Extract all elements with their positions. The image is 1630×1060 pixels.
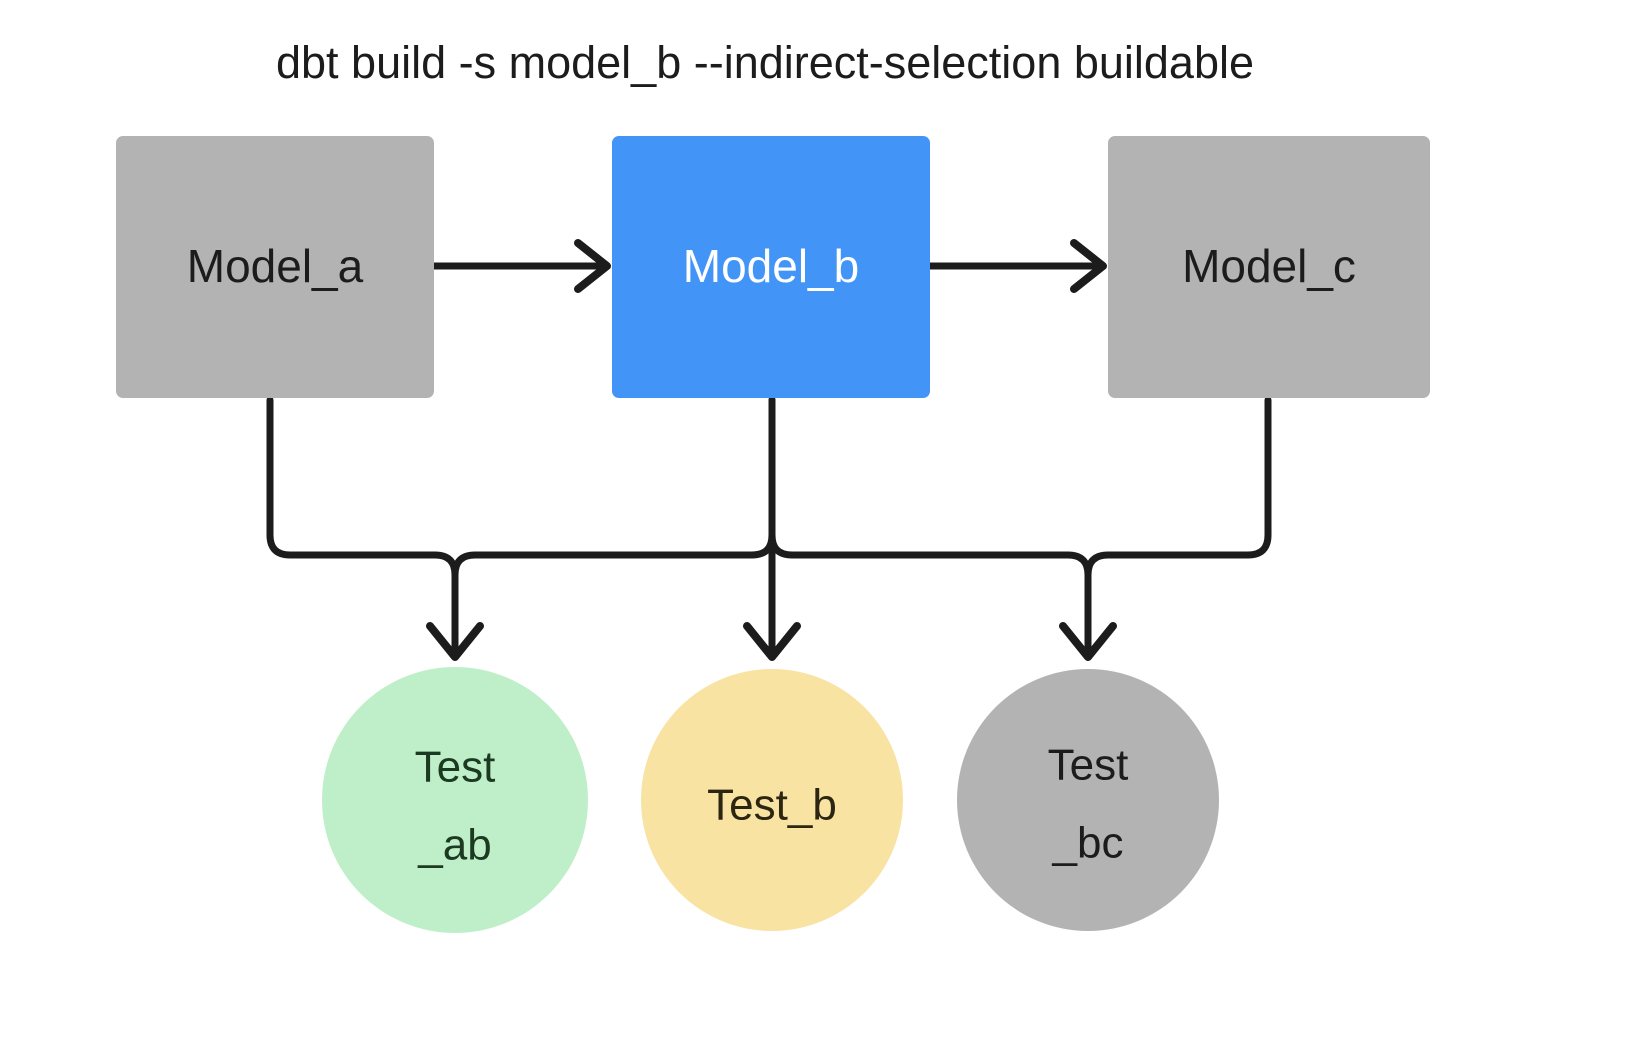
model-a-label: Model_a	[187, 240, 364, 292]
model-node-model-b[interactable]: Model_b	[612, 136, 930, 398]
test-node-test-ab[interactable]: Test _ab	[322, 667, 588, 933]
edge-model-b-to-test-bc	[768, 396, 1117, 661]
edge-layer	[266, 239, 1272, 661]
test-b-label-line1: Test_b	[707, 781, 837, 830]
edge-model-a-to-model-b	[430, 239, 611, 293]
test-node-test-b[interactable]: Test_b	[641, 669, 903, 931]
edge-model-b-to-model-c	[926, 239, 1107, 293]
model-b-box[interactable]	[612, 136, 930, 398]
model-c-label: Model_c	[1182, 240, 1356, 292]
test-ab-label-line2: _ab	[417, 821, 491, 870]
diagram-title: dbt build -s model_b --indirect-selectio…	[276, 37, 1254, 88]
model-node-model-a[interactable]: Model_a	[116, 136, 434, 398]
test-ab-circle[interactable]	[322, 667, 588, 933]
test-b-circle[interactable]	[641, 669, 903, 931]
model-b-label: Model_b	[683, 240, 859, 292]
test-bc-label-line1: Test	[1048, 741, 1129, 790]
edge-model-c-to-test-bc	[1084, 396, 1272, 579]
model-node-model-c[interactable]: Model_c	[1108, 136, 1430, 398]
test-node-test-bc[interactable]: Test _bc	[957, 669, 1219, 931]
test-bc-circle[interactable]	[957, 669, 1219, 931]
model-a-box[interactable]	[116, 136, 434, 398]
edge-model-b-to-test-ab	[451, 396, 776, 579]
test-bc-label-line2: _bc	[1052, 819, 1124, 868]
edge-model-a-to-test-ab	[266, 396, 484, 661]
model-c-box[interactable]	[1108, 136, 1430, 398]
test-ab-label-line1: Test	[415, 743, 496, 792]
